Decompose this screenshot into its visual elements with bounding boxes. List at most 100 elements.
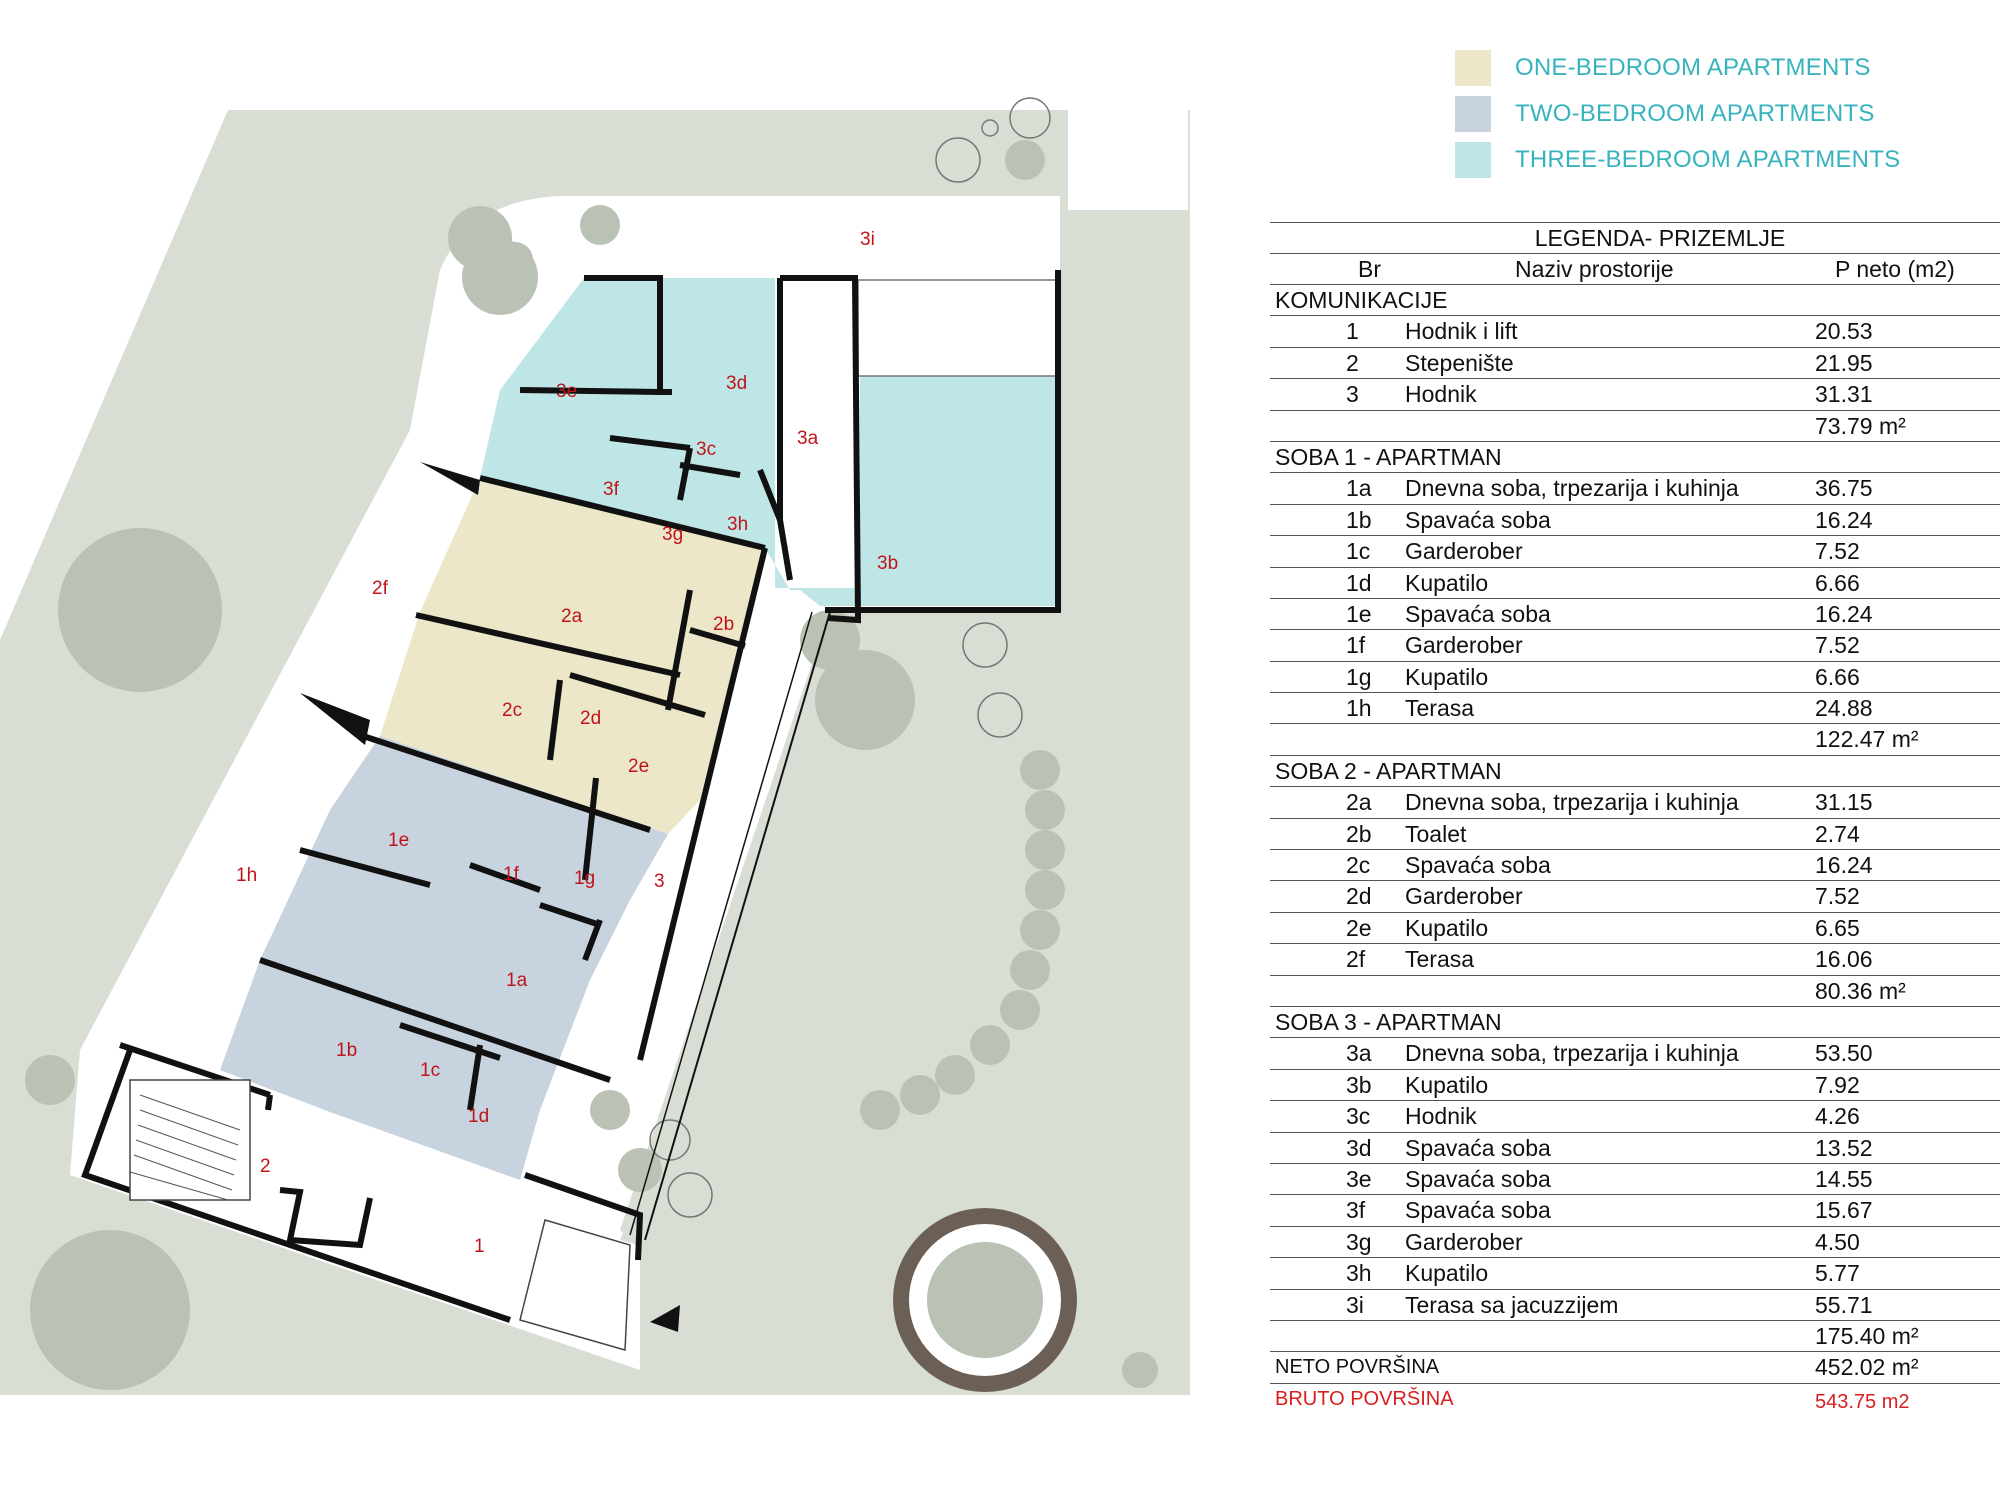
room-number: 1d bbox=[1346, 569, 1372, 596]
key-label-three-bedroom: THREE-BEDROOM APARTMENTS bbox=[1515, 146, 1901, 173]
neto-label: NETO POVRŠINA bbox=[1275, 1356, 1440, 1379]
legend-row: 3i Terasa sa jacuzzijem 55.71 bbox=[1270, 1290, 2000, 1320]
room-label-1d: 1d bbox=[468, 1106, 489, 1127]
legend-title: LEGENDA- PRIZEMLJE bbox=[1534, 225, 1786, 251]
legend-section-header: SOBA 1 - APARTMAN bbox=[1270, 442, 2000, 472]
key-swatch-two-bedroom bbox=[1455, 96, 1491, 132]
terrace-divider-1 bbox=[420, 462, 480, 495]
room-name: Hodnik i lift bbox=[1405, 318, 1518, 345]
entry-stairs bbox=[519, 1219, 631, 1351]
room-name: Garderober bbox=[1405, 632, 1523, 659]
legend-row: 2c Spavaća soba 16.24 bbox=[1270, 850, 2000, 880]
staircase bbox=[129, 1079, 251, 1201]
room-area: 2.74 bbox=[1815, 820, 1860, 847]
bruto-label: BRUTO POVRŠINA bbox=[1275, 1387, 1454, 1410]
room-name: Hodnik bbox=[1405, 1103, 1477, 1130]
room-label-1c: 1c bbox=[420, 1060, 440, 1081]
col-header-br: Br bbox=[1358, 256, 1381, 282]
room-area: 6.66 bbox=[1815, 663, 1860, 690]
room-label-3e: 3e bbox=[556, 381, 577, 402]
room-area: 36.75 bbox=[1815, 475, 1873, 502]
room-label-2f: 2f bbox=[372, 578, 389, 599]
room-number: 3f bbox=[1346, 1197, 1366, 1224]
room-name: Garderober bbox=[1405, 883, 1523, 910]
floor-plan: 3i 3e 3d 3c 3a 3f 3g 3h 3b 2f 2a 2b 2c 2… bbox=[0, 97, 1190, 1395]
key-label-two-bedroom: TWO-BEDROOM APARTMENTS bbox=[1515, 100, 1875, 127]
room-number: 1 bbox=[1346, 318, 1359, 345]
room-label-1a: 1a bbox=[506, 970, 528, 991]
room-area: 24.88 bbox=[1815, 695, 1873, 722]
room-number: 3h bbox=[1346, 1260, 1372, 1287]
room-name: Terasa sa jacuzzijem bbox=[1405, 1291, 1619, 1318]
one-bedroom-apartment bbox=[380, 478, 765, 834]
room-label-3b: 3b bbox=[877, 553, 898, 574]
two-bedroom-apartment bbox=[220, 736, 668, 1180]
room-number: 1a bbox=[1346, 475, 1372, 502]
room-number: 3d bbox=[1346, 1134, 1372, 1161]
room-name: Terasa bbox=[1405, 946, 1475, 973]
room-name: Dnevna soba, trpezarija i kuhinja bbox=[1405, 1040, 1739, 1067]
room-area: 14.55 bbox=[1815, 1165, 1873, 1192]
path-strip bbox=[1068, 110, 1188, 210]
entry-arrow bbox=[650, 1305, 680, 1332]
room-number: 3a bbox=[1346, 1040, 1372, 1067]
key-row-three-bedroom: THREE-BEDROOM APARTMENTS bbox=[1455, 137, 1975, 183]
section-total: 80.36 m² bbox=[1815, 977, 1906, 1004]
room-area: 4.50 bbox=[1815, 1228, 1860, 1255]
legend-section-header: SOBA 3 - APARTMAN bbox=[1270, 1007, 2000, 1037]
room-number: 2e bbox=[1346, 914, 1372, 941]
room-label-2b: 2b bbox=[713, 614, 734, 635]
room-number: 3b bbox=[1346, 1071, 1372, 1098]
room-name: Kupatilo bbox=[1405, 914, 1489, 941]
room-area: 6.66 bbox=[1815, 569, 1860, 596]
key-row-two-bedroom: TWO-BEDROOM APARTMENTS bbox=[1455, 91, 1975, 137]
room-area: 16.24 bbox=[1815, 600, 1873, 627]
room-name: Garderober bbox=[1405, 538, 1523, 565]
room-area: 6.65 bbox=[1815, 914, 1860, 941]
room-area: 16.24 bbox=[1815, 852, 1873, 879]
room-number: 2a bbox=[1346, 789, 1372, 816]
col-header-area: P neto (m2) bbox=[1835, 256, 1955, 282]
room-name: Kupatilo bbox=[1405, 569, 1489, 596]
room-number: 1c bbox=[1346, 538, 1371, 565]
room-area: 16.06 bbox=[1815, 946, 1873, 973]
room-area: 13.52 bbox=[1815, 1134, 1873, 1161]
room-area: 55.71 bbox=[1815, 1291, 1873, 1318]
room-number: 1f bbox=[1346, 632, 1366, 659]
room-area: 21.95 bbox=[1815, 349, 1873, 376]
legend-section-total: 80.36 m² bbox=[1270, 976, 2000, 1006]
room-name: Spavaća soba bbox=[1405, 1197, 1551, 1224]
room-number: 2c bbox=[1346, 852, 1371, 879]
room-label-3c: 3c bbox=[696, 439, 716, 460]
trees bbox=[25, 140, 1158, 1390]
room-label-1g: 1g bbox=[574, 868, 595, 889]
room-label-3a: 3a bbox=[797, 428, 819, 449]
room-area: 31.31 bbox=[1815, 381, 1873, 408]
room-name: Spavaća soba bbox=[1405, 506, 1551, 533]
room-name: Spavaća soba bbox=[1405, 852, 1551, 879]
room-label-1f: 1f bbox=[503, 864, 520, 885]
sketch-trees bbox=[649, 97, 1051, 1218]
key-swatch-three-bedroom bbox=[1455, 142, 1491, 178]
room-name: Stepenište bbox=[1405, 349, 1514, 376]
room-name: Terasa bbox=[1405, 695, 1475, 722]
room-area: 4.26 bbox=[1815, 1103, 1860, 1130]
legend-column-headers: Br Naziv prostorije P neto (m2) bbox=[1270, 254, 2000, 284]
room-name: Dnevna soba, trpezarija i kuhinja bbox=[1405, 789, 1739, 816]
room-number: 1e bbox=[1346, 600, 1372, 627]
legend-section-total: 73.79 m² bbox=[1270, 411, 2000, 441]
room-area: 7.52 bbox=[1815, 883, 1860, 910]
room-number: 3i bbox=[1346, 1291, 1364, 1318]
room-number: 1b bbox=[1346, 506, 1372, 533]
